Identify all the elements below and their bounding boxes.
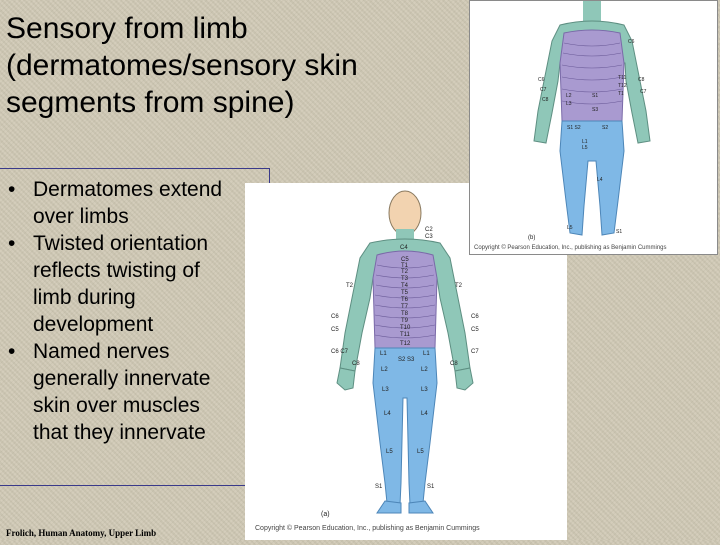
bullet-line: Dermatomes extend <box>33 178 223 201</box>
back-label-c6-left: C6 <box>538 77 545 83</box>
back-label-c7-right: C7 <box>640 89 647 95</box>
dermatome-figure-posterior: C6 C6 C8 C7 C8 T11 T12 T1 C7 L2 L3 S1 S3… <box>469 0 718 255</box>
label-t8: T8 <box>401 311 409 317</box>
bullet-list: • Dermatomes extend over limbs • Twisted… <box>8 176 268 446</box>
anterior-body-illustration: C2 C3 C4 C5 T1 T2 T3 T4 T5 T6 T7 T8 T9 T… <box>321 190 479 518</box>
label-t2-right: T2 <box>455 283 463 289</box>
title-line-3: segments from spine) <box>6 86 295 119</box>
label-l2-left: L2 <box>381 367 388 373</box>
back-label-t1: T1 <box>618 91 624 97</box>
bullet-line: Named nerves <box>33 340 170 363</box>
bullet-line: Twisted orientation <box>33 232 209 255</box>
left-foot-shape <box>376 500 402 514</box>
label-t5: T5 <box>401 290 409 296</box>
label-l3-right: L3 <box>421 387 428 393</box>
back-label-l3: L3 <box>566 101 572 107</box>
label-t9: T9 <box>401 318 409 324</box>
label-c5-right: C5 <box>471 327 479 333</box>
label-c6c7-left: C6 C7 <box>331 349 349 355</box>
label-t12: T12 <box>400 341 411 347</box>
left-hand-shape <box>336 367 356 391</box>
bullet-dot: • <box>8 232 16 255</box>
label-c7-right: C7 <box>471 349 479 355</box>
panel-label-a: (a) <box>321 511 330 518</box>
back-label-c7-left: C7 <box>540 87 547 93</box>
label-l1-left: L1 <box>380 351 387 357</box>
head-shape <box>388 190 422 236</box>
back-label-s1s2-left: S1 S2 <box>567 125 581 131</box>
back-label-l4: L4 <box>597 177 603 183</box>
right-hand-shape <box>454 367 474 391</box>
label-c8-left: C8 <box>352 361 360 367</box>
back-label-l5-left: L5 <box>567 225 573 231</box>
label-t1: T1 <box>401 263 409 269</box>
label-l5-right: L5 <box>417 449 424 455</box>
label-l1-right: L1 <box>423 351 430 357</box>
bullet-line: development <box>33 313 154 336</box>
panel-label-b: (b) <box>528 235 535 241</box>
label-s1-right: S1 <box>427 484 435 490</box>
bullet-line: reflects twisting of <box>33 259 200 282</box>
copyright-front: Copyright © Pearson Education, Inc., pub… <box>255 525 480 532</box>
label-c6-left: C6 <box>331 314 339 320</box>
bullet-line: that they innervate <box>33 421 206 444</box>
back-legs-shape <box>559 120 625 236</box>
label-t11: T11 <box>400 332 411 338</box>
back-label-t12: T12 <box>618 83 627 89</box>
posterior-body-illustration: C6 C6 C8 C7 C8 T11 T12 T1 C7 L2 L3 S1 S3… <box>528 1 651 241</box>
label-t2-left: T2 <box>346 283 354 289</box>
back-label-t11: T11 <box>618 75 626 81</box>
copyright-back: Copyright © Pearson Education, Inc., pub… <box>474 245 667 251</box>
bullet-line: generally innervate <box>33 367 211 390</box>
label-c4: C4 <box>400 245 408 251</box>
back-label-l1: L1 <box>582 139 588 145</box>
legs-shape <box>372 347 438 506</box>
label-t4: T4 <box>401 283 409 289</box>
back-label-s3: S3 <box>592 107 598 113</box>
bullet-item-dermatomes: • Dermatomes extend over limbs <box>8 176 268 230</box>
label-l4-left: L4 <box>384 411 391 417</box>
back-label-s2: S2 <box>602 125 608 131</box>
bullet-line: skin over muscles <box>33 394 200 417</box>
label-t6: T6 <box>401 297 409 303</box>
label-l2-right: L2 <box>421 367 428 373</box>
label-c8-right: C8 <box>450 361 458 367</box>
back-label-s1-bottom: S1 <box>616 229 622 235</box>
label-c2: C2 <box>425 227 433 233</box>
back-band-lines <box>561 42 623 105</box>
label-c6-right: C6 <box>471 314 479 320</box>
bullet-dot: • <box>8 178 16 201</box>
label-t2: T2 <box>401 269 409 275</box>
label-s2s3: S2 S3 <box>398 357 415 363</box>
label-l5-left: L5 <box>386 449 393 455</box>
label-c5: C5 <box>401 257 409 263</box>
back-label-c6: C6 <box>628 39 635 45</box>
label-c5-left: C5 <box>331 327 339 333</box>
torso-band-lines <box>374 264 436 339</box>
slide-title: Sensory from limb (dermatomes/sensory sk… <box>6 10 466 121</box>
back-label-l2: L2 <box>566 93 572 99</box>
label-l4-right: L4 <box>421 411 428 417</box>
title-line-2: (dermatomes/sensory skin <box>6 49 358 82</box>
bullet-line: limb during <box>33 286 136 309</box>
right-foot-shape <box>408 500 434 514</box>
back-label-l5: L5 <box>582 145 588 151</box>
label-t10: T10 <box>400 325 411 331</box>
label-l3-left: L3 <box>382 387 389 393</box>
title-line-1: Sensory from limb <box>6 12 248 45</box>
bullet-item-twisted: • Twisted orientation reflects twisting … <box>8 230 268 338</box>
bullet-line: over limbs <box>33 205 129 228</box>
back-label-c8-left: C8 <box>542 97 549 103</box>
bullet-dot: • <box>8 340 16 363</box>
back-label-s1: S1 <box>592 93 598 99</box>
back-label-c8-right: C8 <box>638 77 645 83</box>
label-t7: T7 <box>401 304 409 310</box>
label-s1-left: S1 <box>375 484 383 490</box>
back-neck-shape <box>583 1 601 23</box>
footer-credit: Frolich, Human Anatomy, Upper Limb <box>6 528 157 538</box>
label-c3: C3 <box>425 234 433 240</box>
label-t3: T3 <box>401 276 409 282</box>
bullet-item-nerves: • Named nerves generally innervate skin … <box>8 338 268 446</box>
